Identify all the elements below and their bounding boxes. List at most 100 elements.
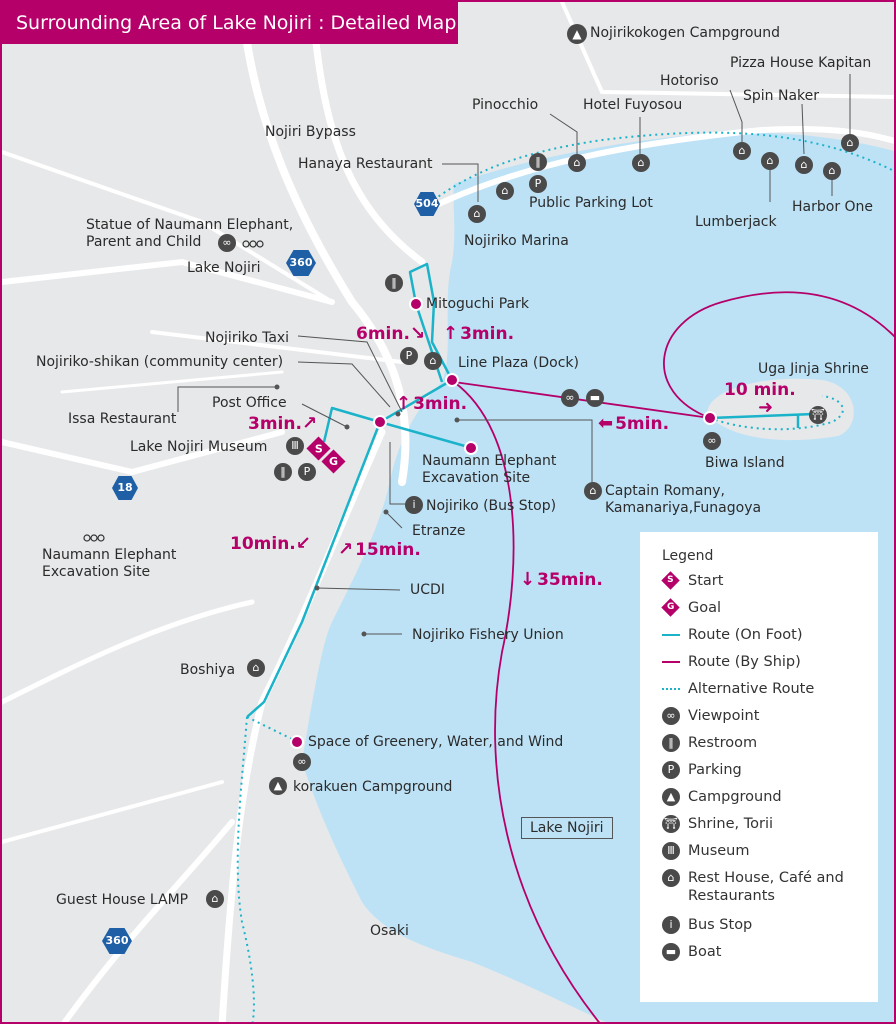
- label-etranze: Etranze: [412, 523, 466, 539]
- road-lower: [2, 780, 224, 844]
- leader-hanaya: [442, 163, 479, 202]
- binoculars-icon: ∞: [293, 753, 311, 771]
- ship-route-plaza-island: [453, 381, 711, 419]
- legend-item-route-ship: Route (By Ship): [662, 653, 878, 680]
- leader-bus: [389, 442, 406, 505]
- leader-shikan: [297, 361, 391, 408]
- house-icon: ⌂: [841, 134, 859, 152]
- road-north-shore: [419, 125, 894, 215]
- legend-item-restroom: ‖Restroom: [662, 734, 878, 761]
- restroom-icon: ‖: [529, 153, 547, 171]
- house-icon: ⌂: [568, 154, 586, 172]
- time-5min-ship: ⬅5min.: [598, 413, 670, 435]
- boat-icon: ▬: [662, 943, 680, 961]
- binoculars-icon: ∞: [561, 389, 579, 407]
- leader-pinocchio: [549, 113, 578, 154]
- label-public-parking-lot: Public Parking Lot: [529, 195, 653, 211]
- label-osaki: Osaki: [370, 923, 409, 939]
- label-boshiya: Boshiya: [180, 662, 236, 678]
- time-3min-mitoguchi: ↑3min.: [443, 323, 515, 345]
- house-icon: ⌂: [761, 152, 779, 170]
- bus-stop-icon: i: [662, 916, 680, 934]
- walk-route-plaza-junction: [379, 378, 453, 424]
- walk-route-swatch: [662, 634, 680, 636]
- label-lumberjack: Lumberjack: [695, 214, 777, 230]
- leader-etranze: [385, 511, 403, 529]
- walk-route-mitoguchi: [408, 262, 454, 381]
- road-nw: [2, 150, 334, 304]
- label-captain-romany: Captain Romany, Kamanariya,Funagoya: [605, 483, 762, 516]
- arrow-right-icon: ➜: [758, 397, 774, 418]
- label-line-plaza: Line Plaza (Dock): [458, 355, 579, 371]
- parking-icon: P: [529, 175, 547, 193]
- legend-item-campground: ▲Campground: [662, 788, 878, 815]
- house-icon: ⌂: [424, 352, 442, 370]
- label-naumann-excavation-site-near: Naumann Elephant Excavation Site: [422, 453, 557, 486]
- lake-nojiri-label: Lake Nojiri: [521, 817, 613, 839]
- binoculars-icon: ∞: [703, 432, 721, 450]
- tent-icon: ▲: [269, 777, 287, 795]
- mark-taxi: [395, 411, 401, 417]
- road-south-west: [61, 819, 235, 1022]
- torii-icon: ⛩: [809, 406, 827, 424]
- leader-captain: [457, 419, 593, 482]
- parking-icon: P: [662, 761, 680, 779]
- alt-route-south: [236, 716, 255, 1022]
- alt-route-swatch: [662, 688, 680, 690]
- label-hanaya-restaurant: Hanaya Restaurant: [298, 156, 433, 172]
- label-hotoriso: Hotoriso: [660, 73, 719, 89]
- time-15min-south: ↗15min.: [338, 539, 421, 561]
- label-nojiriko-marina: Nojiriko Marina: [464, 233, 569, 249]
- ship-route-swatch: [662, 661, 680, 663]
- walk-route-south: [246, 421, 382, 718]
- tent-icon: ▲: [567, 24, 587, 44]
- road-18: [2, 429, 285, 476]
- legend-item-viewpoint: ∞Viewpoint: [662, 707, 878, 734]
- label-spin-naker: Spin Naker: [743, 88, 820, 104]
- time-3min-museum: 3min.↗: [248, 413, 318, 435]
- leader-issa: [177, 386, 277, 412]
- road-mid: [150, 330, 404, 364]
- label-issa-restaurant: Issa Restaurant: [68, 411, 177, 427]
- legend-item-rest-house: ⌂Rest House, Café and Restaurants: [662, 869, 878, 916]
- label-pizza-house-kapitan: Pizza House Kapitan: [730, 55, 872, 71]
- binoculars-icon: ∞: [662, 707, 680, 725]
- time-3min-bus: ↑3min.: [396, 393, 468, 415]
- house-icon: ⌂: [662, 869, 680, 887]
- point-junction: [373, 415, 387, 429]
- parking-icon: P: [298, 463, 316, 481]
- label-mitoguchi-park: Mitoguchi Park: [426, 296, 529, 312]
- museum-icon: Ⅲ: [662, 842, 680, 860]
- label-nojiriko-fishery-union: Nojiriko Fishery Union: [412, 627, 564, 643]
- house-icon: ⌂: [247, 659, 265, 677]
- house-icon: ⌂: [496, 182, 514, 200]
- restroom-icon: ‖: [385, 274, 403, 292]
- museum-icon: Ⅲ: [286, 437, 304, 455]
- road-west: [2, 258, 335, 305]
- walk-route-junction-excavation: [379, 420, 473, 450]
- road-bypass: [308, 2, 426, 266]
- house-icon: ⌂: [733, 142, 751, 160]
- mark-ucdi: [314, 585, 320, 591]
- leader-ucdi: [316, 587, 401, 591]
- mark-etranze: [383, 509, 389, 515]
- label-pinocchio: Pinocchio: [472, 97, 539, 113]
- ship-route-south: [453, 381, 601, 1022]
- label-naumann-excavation-site-station: Naumann Elephant Excavation Site: [42, 547, 177, 580]
- legend-item-route-foot: Route (On Foot): [662, 626, 878, 653]
- tent-icon: ▲: [662, 788, 680, 806]
- label-hotel-fuyosou: Hotel Fuyosou: [583, 97, 683, 113]
- road-shore-south: [218, 428, 386, 1022]
- label-nojirikokogen-campground: Nojirikokogen Campground: [590, 25, 781, 41]
- label-nojiri-bypass: Nojiri Bypass: [265, 124, 356, 140]
- restroom-icon: ‖: [274, 463, 292, 481]
- label-lake-nojiri-station: Lake Nojiri: [187, 260, 261, 276]
- leader-taxi: [297, 335, 403, 413]
- torii-icon: ⛩: [662, 815, 680, 833]
